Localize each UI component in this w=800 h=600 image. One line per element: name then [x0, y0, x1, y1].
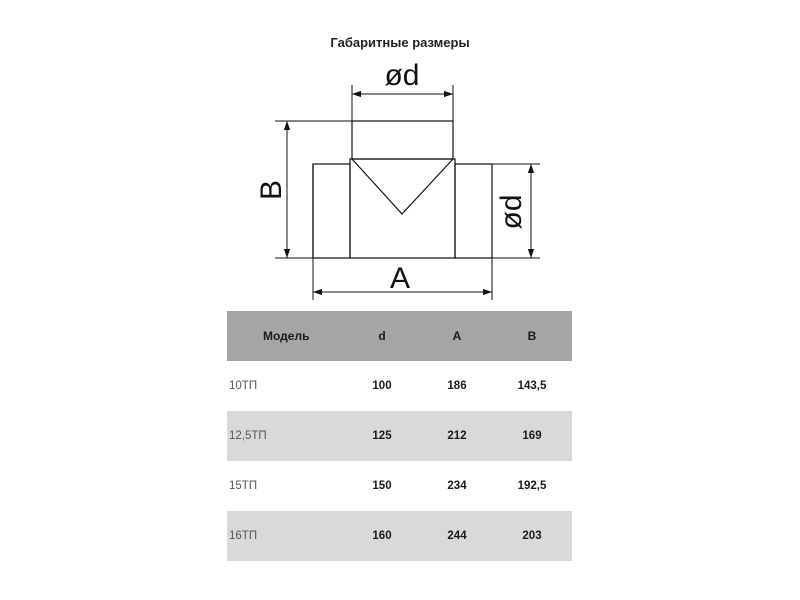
- column-header-model: Модель: [263, 329, 310, 343]
- cell-model: 12,5ТП: [229, 430, 267, 442]
- cell-b: 169: [522, 430, 542, 442]
- column-header-d: d: [378, 329, 386, 343]
- page-title: Габаритные размеры: [330, 35, 470, 50]
- cell-model: 10ТП: [229, 380, 258, 392]
- table-header-row: Модель d A B: [227, 311, 572, 361]
- cell-b: 203: [522, 530, 542, 542]
- cell-a: 244: [447, 530, 467, 542]
- table-row: 15ТП 150 234 192,5: [227, 461, 572, 511]
- cell-a: 212: [447, 430, 467, 442]
- cell-model: 16ТП: [229, 530, 258, 542]
- dimension-label-d-right: ød: [495, 194, 528, 229]
- dimension-label-d-top: ød: [384, 59, 419, 92]
- cell-a: 186: [447, 380, 467, 392]
- tee-fitting-drawing: ød B ød A: [255, 59, 540, 300]
- cell-d: 150: [372, 480, 392, 492]
- cell-b: 143,5: [517, 380, 547, 392]
- table-row: 12,5ТП 125 212 169: [227, 411, 572, 461]
- cell-d: 160: [372, 530, 392, 542]
- tee-body: [312, 120, 493, 259]
- dimension-label-b: B: [255, 180, 288, 200]
- column-header-b: B: [527, 329, 537, 343]
- table-row: 10ТП 100 186 143,5: [227, 361, 572, 411]
- dimension-label-a: A: [390, 262, 410, 295]
- cell-a: 234: [447, 480, 467, 492]
- cell-d: 125: [372, 430, 392, 442]
- cell-model: 15ТП: [229, 480, 258, 492]
- dimensions-table: Модель d A B 10ТП 100 186 143,5 12,5ТП 1…: [227, 311, 572, 561]
- cell-b: 192,5: [517, 480, 547, 492]
- dimension-lines: [275, 85, 540, 300]
- cell-d: 100: [372, 380, 392, 392]
- table-row: 16ТП 160 244 203: [227, 511, 572, 561]
- column-header-a: A: [452, 329, 462, 343]
